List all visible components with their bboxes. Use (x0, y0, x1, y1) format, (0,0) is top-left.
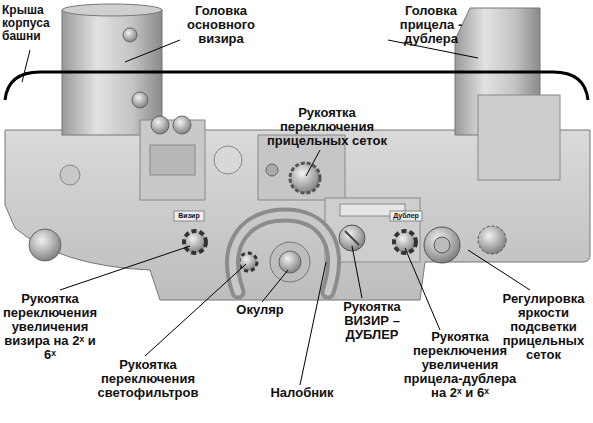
callout-label: Рукоятка переключения светофильтров (92, 358, 204, 400)
head-top (62, 4, 162, 16)
small-knob (132, 92, 148, 108)
leader-line (300, 262, 326, 385)
callout-label: Рукоятка ВИЗИР – ДУБЛЕР (336, 300, 408, 342)
brightness-knob-core (434, 237, 450, 253)
callout-label: Рукоятка переключения увеличения визира … (2, 292, 98, 362)
callout-label: Регулировка яркости подсветки прицельных… (494, 292, 593, 362)
side-plate (478, 95, 560, 180)
leader-line (262, 270, 288, 302)
connector (150, 145, 195, 175)
callout-label: Головка прицела - дублера (385, 4, 477, 46)
eyepiece (270, 242, 310, 282)
leader-line (306, 150, 320, 176)
gear-knob (394, 231, 416, 253)
brightness-knob (424, 227, 460, 263)
headrest-highlight (233, 215, 334, 292)
tag-text: Дублер (390, 211, 422, 221)
callout-label: Крыша корпуса башни (2, 4, 66, 43)
leader-line (468, 250, 530, 290)
brightness-knob (478, 226, 506, 254)
tag-text: Визир (174, 211, 204, 221)
tag-plate (174, 211, 204, 221)
screw (266, 164, 278, 176)
leader-line (125, 40, 180, 62)
turret-roof (5, 72, 588, 100)
reticle-knob (290, 163, 320, 193)
left-plate (140, 120, 205, 200)
leader-line (405, 248, 440, 330)
leader-line (145, 264, 246, 356)
gear-knob (184, 231, 206, 253)
tag-plate (390, 211, 422, 221)
headrest (233, 215, 334, 292)
leader-line (60, 246, 190, 290)
plate-dial (214, 146, 242, 174)
callout-label: Рукоятка переключения прицельных сеток (262, 106, 392, 148)
callout-label: Рукоятка переключения увеличения прицела… (400, 330, 520, 400)
leader-line (352, 246, 362, 298)
eyepiece-lens (279, 251, 301, 273)
knob (29, 229, 61, 261)
callout-label: Окуляр (230, 303, 290, 317)
callout-label: Головка основного визира (175, 4, 267, 46)
small-knob (151, 116, 169, 134)
callout-label: Налобник (262, 386, 342, 400)
head-screw (123, 28, 137, 42)
knob-slot (345, 231, 359, 245)
small-knob (173, 116, 191, 134)
screw (60, 165, 80, 185)
leader-line (22, 50, 30, 82)
